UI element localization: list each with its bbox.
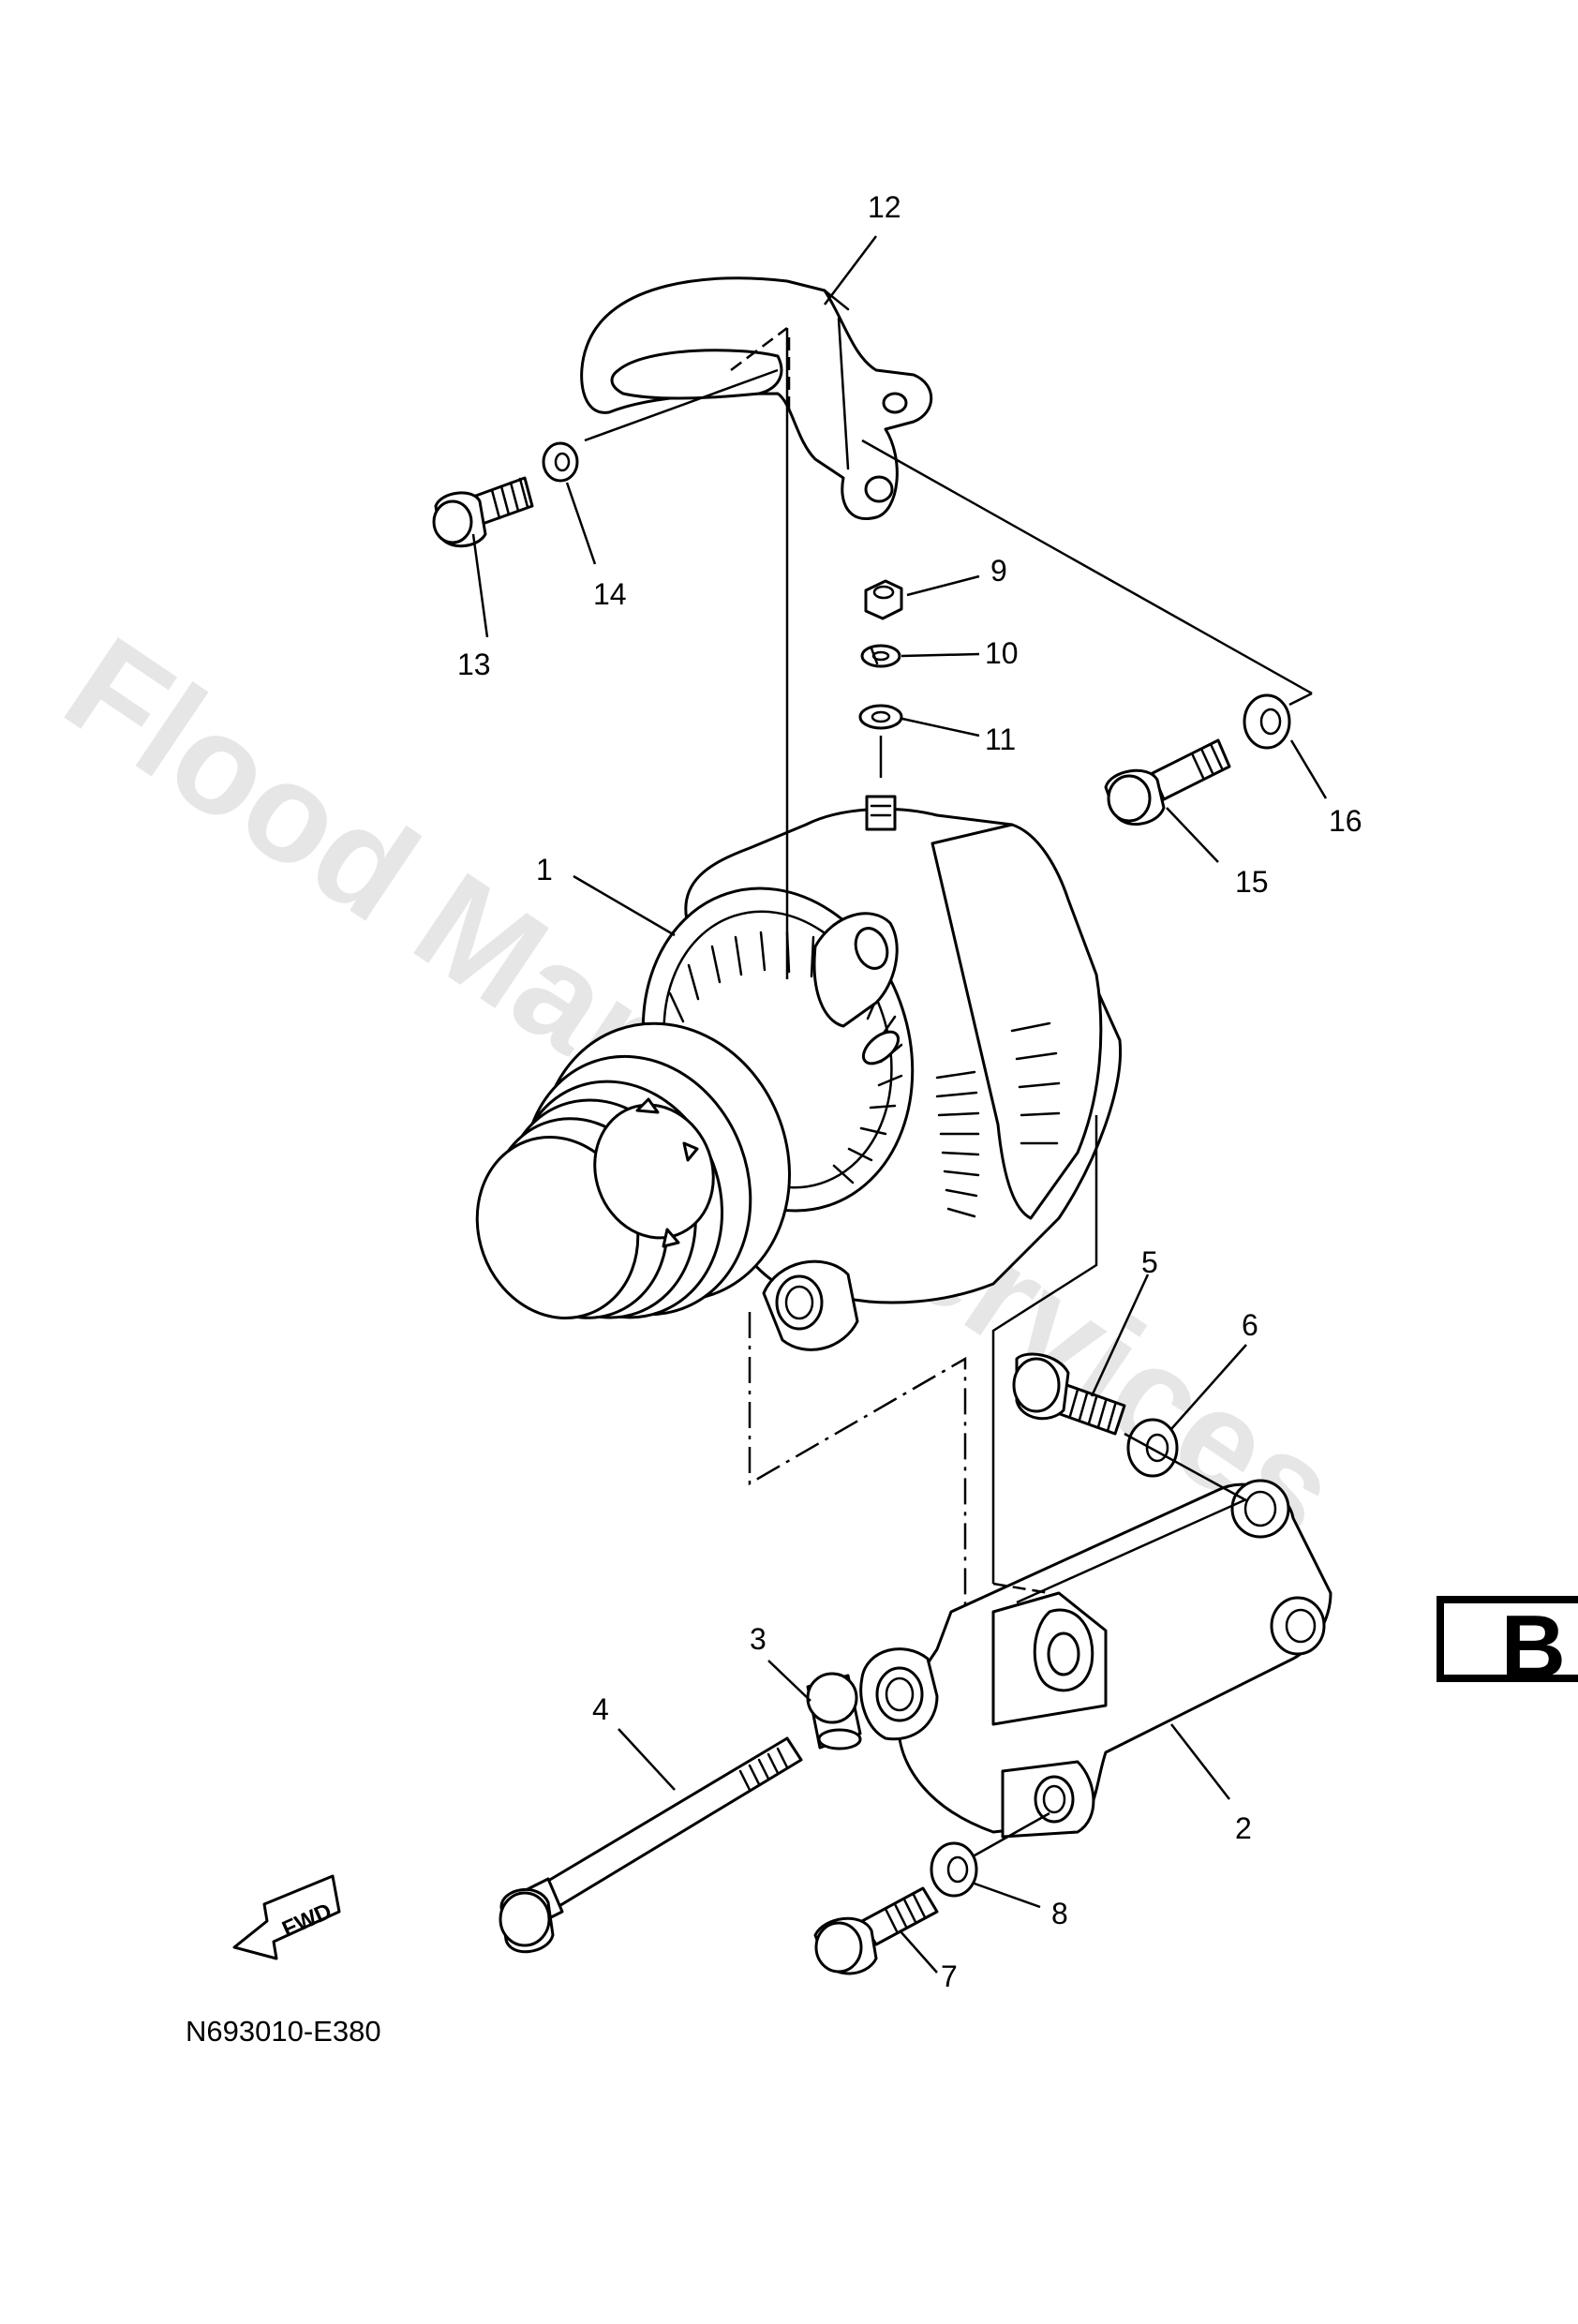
part-8-washer <box>930 1841 978 1898</box>
part-16-washer <box>1243 693 1291 750</box>
callout-16: 16 <box>1329 804 1362 838</box>
callout-2: 2 <box>1235 1811 1252 1845</box>
callout-4: 4 <box>592 1692 609 1726</box>
part-2-lower-bracket <box>859 1479 1332 1839</box>
callout-15: 15 <box>1235 865 1269 899</box>
callout-9: 9 <box>990 554 1007 588</box>
callout-1: 1 <box>536 853 553 886</box>
assembly-lines <box>584 327 1313 1857</box>
part-4-long-bolt <box>499 1736 803 1954</box>
part-12-upper-bracket <box>580 276 933 520</box>
callout-8: 8 <box>1051 1897 1068 1930</box>
part-11-washer <box>858 704 903 730</box>
part-13-bolt <box>432 476 534 548</box>
part-1-alternator <box>475 795 1123 1351</box>
callout-6: 6 <box>1242 1308 1258 1342</box>
callout-3: 3 <box>750 1622 767 1656</box>
leader-lines <box>471 235 1328 1974</box>
part-14-washer <box>542 441 579 483</box>
callout-5: 5 <box>1141 1245 1158 1279</box>
callout-12: 12 <box>868 190 901 224</box>
diagram-code: N693010-E380 <box>186 2015 381 2048</box>
callout-13: 13 <box>457 648 491 681</box>
part-15-bolt <box>1104 738 1231 826</box>
part-9-nut <box>864 579 903 620</box>
part-10-spring-washer <box>860 644 901 668</box>
page-letter: B <box>1500 1597 1566 1697</box>
part-3-collar <box>806 1672 862 1750</box>
callouts: 12 14 13 9 10 11 16 15 1 5 6 3 4 2 8 7 <box>457 190 1362 1993</box>
callout-7: 7 <box>941 1959 958 1993</box>
fwd-arrow-icon: FWD <box>232 1874 341 1960</box>
callout-10: 10 <box>985 636 1019 670</box>
callout-11: 11 <box>985 723 1016 756</box>
callout-14: 14 <box>593 577 627 611</box>
page-letter-box: B <box>1437 1596 1578 1697</box>
part-5-bolt <box>1012 1352 1126 1436</box>
part-7-bolt <box>813 1886 939 1975</box>
